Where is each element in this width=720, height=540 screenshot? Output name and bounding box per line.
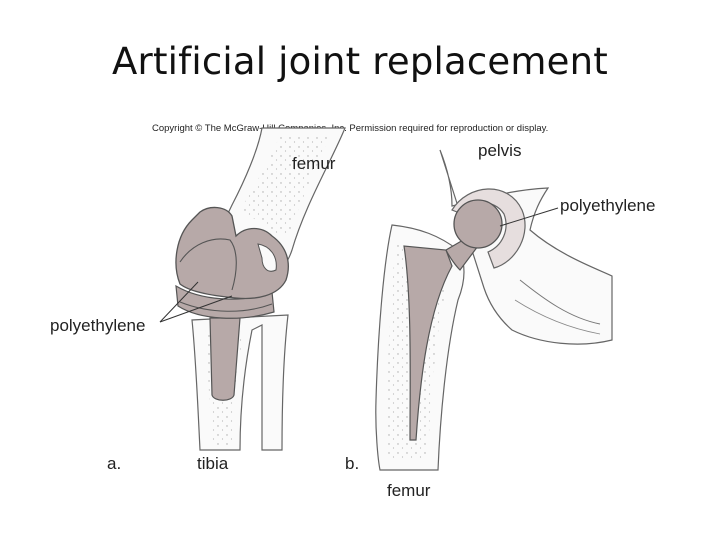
femur-label-knee: femur [292,154,336,173]
slide-title: Artificial joint replacement [112,40,608,83]
copyright-notice: Copyright © The McGraw-Hill Companies, I… [152,123,549,134]
polyethylene-label-knee: polyethylene [50,316,146,335]
knee-replacement-drawing [175,127,346,451]
polyethylene-label-hip: polyethylene [560,196,656,215]
panel-b-label: b. [345,454,360,473]
femoral-stem-implant [403,245,453,441]
femoral-component-implant [175,206,289,300]
pelvis-label: pelvis [478,141,522,160]
femur-label-hip: femur [387,481,431,500]
hip-replacement-drawing [375,149,613,471]
femoral-head-implant [453,199,503,249]
knee-polyethylene-leader-lines [159,281,233,323]
tibia-label: tibia [197,454,229,473]
tibial-stem-implant [209,317,241,401]
hip-polyethylene-leader-line [499,207,559,227]
panel-a-label: a. [107,454,122,473]
